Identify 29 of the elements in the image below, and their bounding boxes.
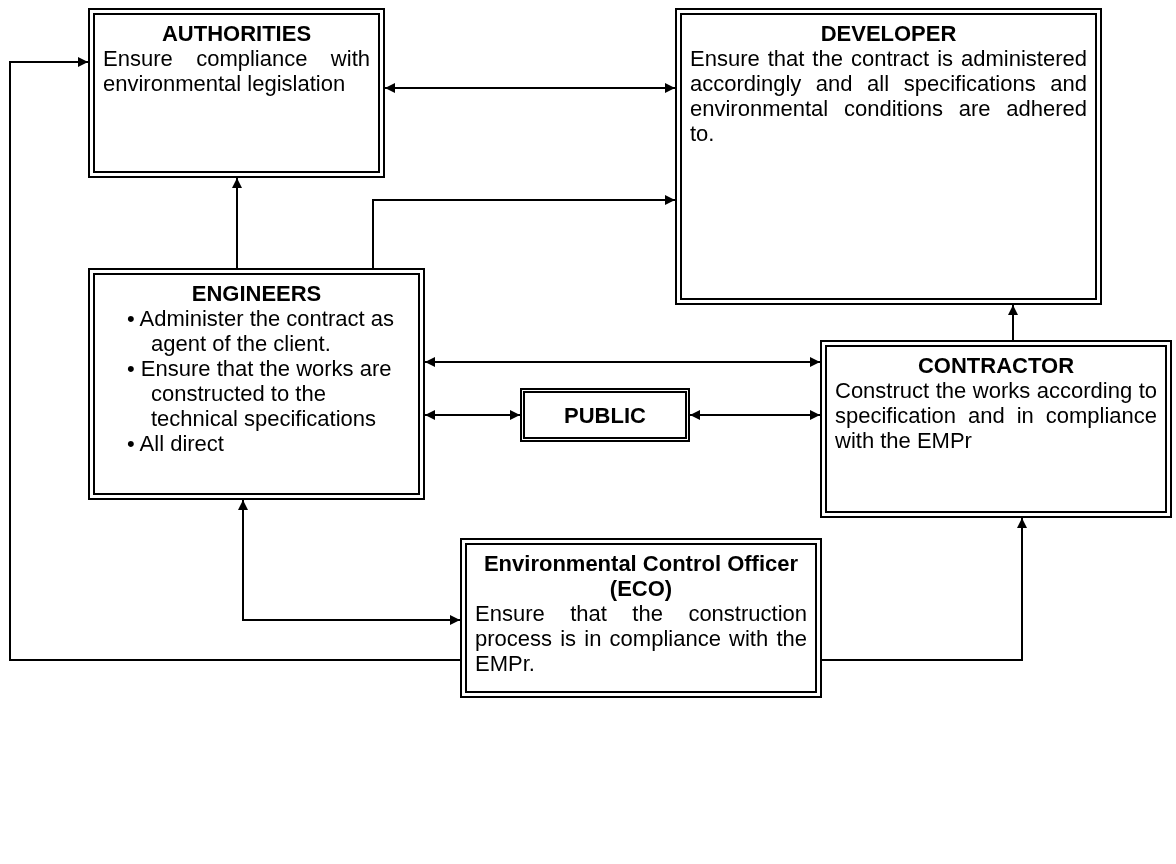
role-box xyxy=(88,8,385,178)
bullet-point: • Ensure that the works are constructed to the technical specifications xyxy=(126,356,393,431)
arrow xyxy=(372,195,676,269)
arrow xyxy=(689,410,821,420)
box-description: Ensure compliance with environmental legislation xyxy=(103,46,370,96)
arrow xyxy=(238,499,461,625)
box-heading: PUBLIC xyxy=(563,402,647,428)
box-heading: ENGINEERS xyxy=(190,281,323,306)
arrow xyxy=(384,83,676,93)
role-box xyxy=(88,268,425,500)
bullet-point: • All direct xyxy=(126,431,225,456)
box-heading: DEVELOPER xyxy=(819,21,958,46)
arrow xyxy=(232,177,242,269)
role-box xyxy=(675,8,1102,305)
box-description: Construct the works according to specification and in compliance with the EMPr xyxy=(835,378,1157,453)
role-box xyxy=(460,538,822,698)
arrow xyxy=(1008,304,1018,341)
arrow xyxy=(424,357,821,367)
box-description: Ensure that the contract is administered accordingly and all specifications and environmental conditions are adhered to. xyxy=(690,46,1087,146)
arrow xyxy=(424,410,521,420)
box-description: Ensure that the construction process is in compliance with the EMPr. xyxy=(475,601,807,676)
box-heading: CONTRACTOR xyxy=(917,353,1075,378)
role-box xyxy=(820,340,1172,518)
bullet-point: • Administer the contract as agent of the client. xyxy=(126,306,395,356)
box-heading: AUTHORITIES xyxy=(160,21,313,46)
box-heading: Environmental Control Officer (ECO) xyxy=(482,551,800,601)
label-box xyxy=(520,388,690,442)
arrow xyxy=(9,57,461,661)
arrow xyxy=(821,517,1027,661)
